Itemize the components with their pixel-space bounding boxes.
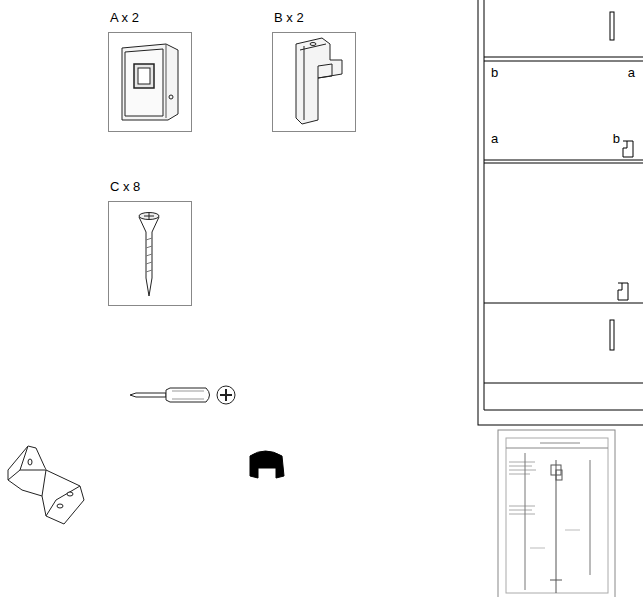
rubber-cap [250, 451, 284, 478]
bracket-a-picture [122, 44, 178, 120]
corner-letter: a [628, 65, 635, 80]
instruction-thumbnail [498, 430, 615, 597]
corner-letter: b [613, 131, 620, 146]
metal-bracket [8, 446, 84, 524]
panel-section: b a a b [488, 64, 640, 158]
part-label: B x 2 [274, 10, 304, 25]
part-label: A x 2 [110, 10, 139, 25]
cabinet-outline [478, 0, 643, 425]
corner-letter: b [491, 65, 498, 80]
part-label: C x 8 [110, 179, 140, 194]
part-box: A x 2 [108, 32, 192, 132]
bracket-b-picture [296, 38, 342, 124]
part-box: C x 8 [108, 201, 192, 306]
screw-c-picture [139, 213, 159, 297]
corner-letter: a [491, 131, 498, 146]
screwdriver [130, 386, 235, 404]
part-box: B x 2 [272, 32, 356, 132]
